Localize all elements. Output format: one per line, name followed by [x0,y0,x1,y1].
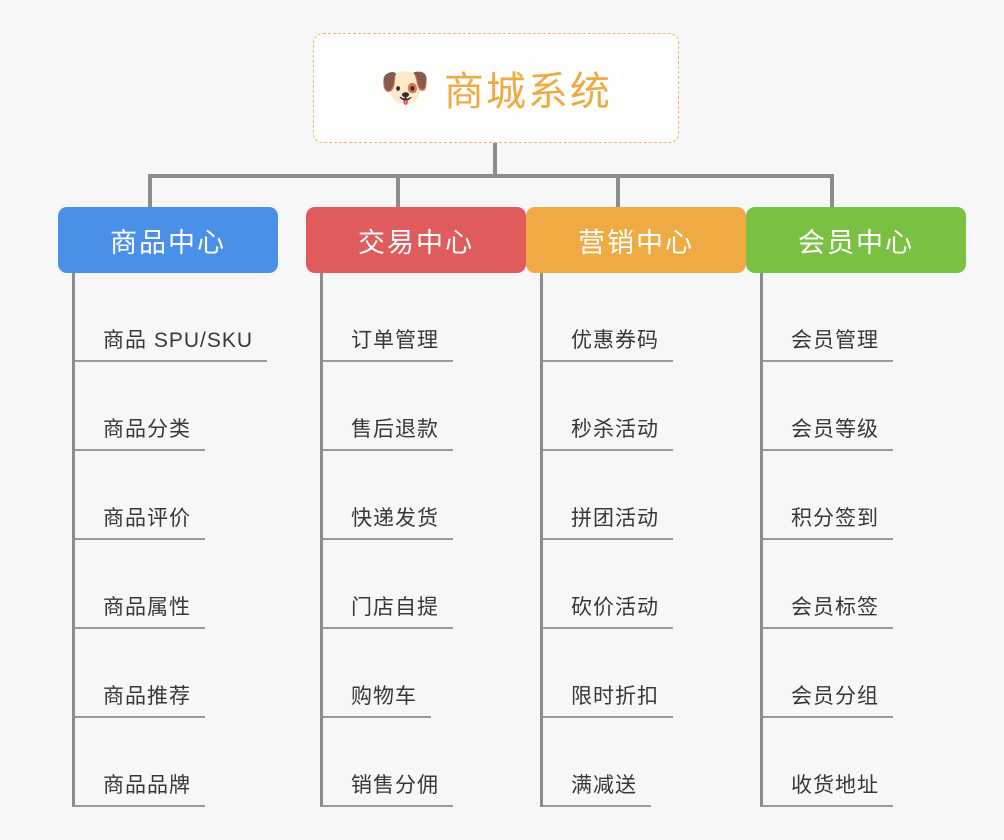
leaf-item[interactable]: 秒杀活动 [543,362,746,451]
leaf-item[interactable]: 商品品牌 [75,718,278,807]
leaf-label: 收货地址 [763,769,893,807]
leaf-label: 购物车 [323,680,431,718]
leaf-label: 限时折扣 [543,680,673,718]
leaf-label: 商品分类 [75,413,205,451]
leaf-list-4: 会员管理 会员等级 积分签到 会员标签 会员分组 收货地址 [760,273,966,807]
leaf-label: 会员分组 [763,680,893,718]
leaf-item[interactable]: 商品推荐 [75,629,278,718]
leaf-item[interactable]: 满减送 [543,718,746,807]
leaf-item[interactable]: 商品 SPU/SKU [75,273,278,362]
category-box-2[interactable]: 交易中心 [306,207,526,273]
leaf-label: 快递发货 [323,502,453,540]
category-column-4: 会员中心 会员管理 会员等级 积分签到 会员标签 会员分组 收货地址 [746,207,966,807]
leaf-item[interactable]: 商品属性 [75,540,278,629]
leaf-item[interactable]: 售后退款 [323,362,526,451]
leaf-item[interactable]: 砍价活动 [543,540,746,629]
leaf-label: 会员管理 [763,324,893,362]
leaf-list-3: 优惠券码 秒杀活动 拼团活动 砍价活动 限时折扣 满减送 [540,273,746,807]
leaf-item[interactable]: 拼团活动 [543,451,746,540]
connector-drop-3 [616,174,620,208]
leaf-label: 商品 SPU/SKU [75,324,268,362]
shiba-dog-face-icon: 🐶 [380,66,430,110]
leaf-item[interactable]: 销售分佣 [323,718,526,807]
category-box-4[interactable]: 会员中心 [746,207,966,273]
leaf-label: 会员等级 [763,413,893,451]
leaf-label: 销售分佣 [323,769,453,807]
category-label-2: 交易中心 [358,227,474,258]
leaf-label: 门店自提 [323,591,453,629]
leaf-list-2: 订单管理 售后退款 快递发货 门店自提 购物车 销售分佣 [320,273,526,807]
connector-drop-2 [396,174,400,208]
category-label-1: 商品中心 [110,227,226,258]
root-node[interactable]: 🐶 商城系统 [313,33,679,143]
leaf-label: 订单管理 [323,324,453,362]
leaf-item[interactable]: 积分签到 [763,451,966,540]
leaf-label: 商品推荐 [75,680,205,718]
category-box-1[interactable]: 商品中心 [58,207,278,273]
category-column-1: 商品中心 商品 SPU/SKU 商品分类 商品评价 商品属性 商品推荐 商品品牌 [58,207,278,807]
leaf-item[interactable]: 会员分组 [763,629,966,718]
connector-root-stem [493,143,497,177]
root-title: 商城系统 [443,70,612,114]
connector-drop-1 [148,174,152,208]
leaf-label: 售后退款 [323,413,453,451]
leaf-item[interactable]: 会员标签 [763,540,966,629]
leaf-list-1: 商品 SPU/SKU 商品分类 商品评价 商品属性 商品推荐 商品品牌 [72,273,278,807]
category-column-3: 营销中心 优惠券码 秒杀活动 拼团活动 砍价活动 限时折扣 满减送 [526,207,746,807]
connector-horizontal-bus [148,174,834,178]
category-column-2: 交易中心 订单管理 售后退款 快递发货 门店自提 购物车 销售分佣 [306,207,526,807]
connector-drop-4 [830,174,834,208]
leaf-label: 砍价活动 [543,591,673,629]
category-box-3[interactable]: 营销中心 [526,207,746,273]
leaf-label: 满减送 [543,769,651,807]
leaf-label: 积分签到 [763,502,893,540]
leaf-label: 拼团活动 [543,502,673,540]
leaf-label: 秒杀活动 [543,413,673,451]
leaf-item[interactable]: 购物车 [323,629,526,718]
leaf-item[interactable]: 收货地址 [763,718,966,807]
leaf-item[interactable]: 会员等级 [763,362,966,451]
leaf-label: 商品属性 [75,591,205,629]
leaf-item[interactable]: 门店自提 [323,540,526,629]
leaf-label: 商品评价 [75,502,205,540]
leaf-label: 会员标签 [763,591,893,629]
leaf-item[interactable]: 限时折扣 [543,629,746,718]
leaf-item[interactable]: 快递发货 [323,451,526,540]
category-label-3: 营销中心 [578,227,694,258]
leaf-item[interactable]: 商品分类 [75,362,278,451]
leaf-item[interactable]: 会员管理 [763,273,966,362]
leaf-item[interactable]: 商品评价 [75,451,278,540]
leaf-item[interactable]: 订单管理 [323,273,526,362]
category-label-4: 会员中心 [798,227,914,258]
leaf-label: 商品品牌 [75,769,205,807]
leaf-label: 优惠券码 [543,324,673,362]
leaf-item[interactable]: 优惠券码 [543,273,746,362]
